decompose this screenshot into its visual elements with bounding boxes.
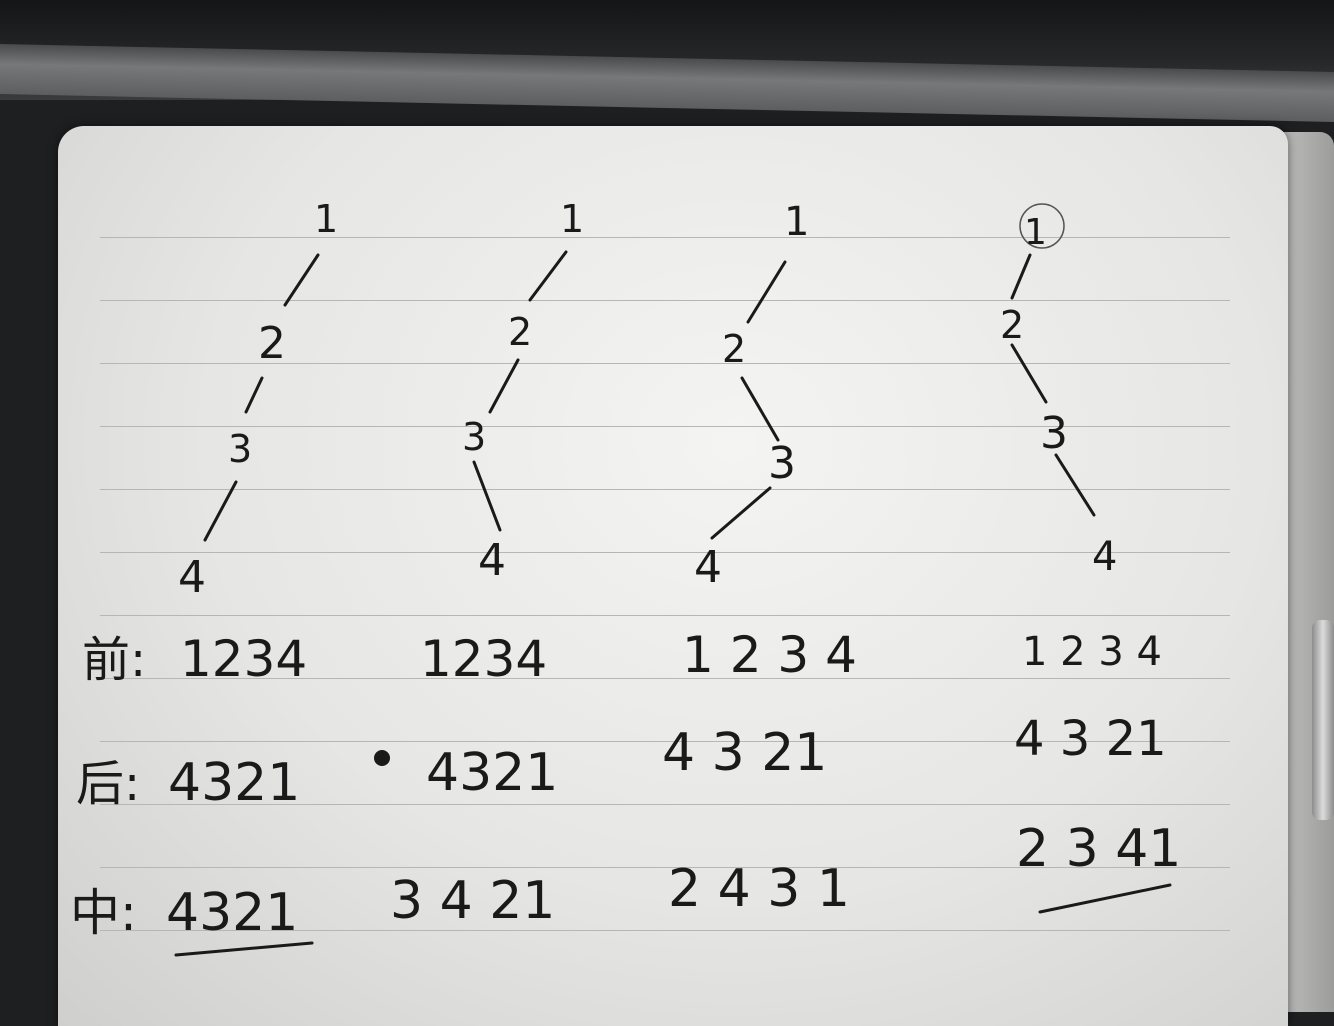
rule-line bbox=[100, 741, 1230, 742]
tree-node: 3 bbox=[228, 427, 252, 471]
underline bbox=[1038, 883, 1172, 914]
postorder-row: 后: 4321 4321 4 3 21 4 3 21 bbox=[76, 711, 1167, 813]
notebook-page-edge bbox=[1282, 132, 1334, 1012]
row-label: 前: bbox=[82, 632, 146, 688]
rule-line bbox=[100, 237, 1230, 238]
tree-node: 1 bbox=[314, 197, 338, 241]
tree-node: 2 bbox=[722, 327, 746, 371]
tree-node: 2 bbox=[258, 318, 286, 369]
rule-line bbox=[100, 552, 1230, 553]
tree-node: 4 bbox=[1092, 534, 1117, 580]
tree-edge bbox=[203, 480, 238, 542]
tree-node: 1 bbox=[784, 199, 809, 245]
tree-edge bbox=[283, 253, 320, 307]
rule-line bbox=[100, 867, 1230, 868]
tree-node: 3 bbox=[768, 438, 796, 489]
preorder-row: 前: 1234 1234 1 2 3 4 1 2 3 4 bbox=[82, 626, 1162, 688]
tree-node: 2 bbox=[1000, 303, 1024, 347]
traversal-value: 1 2 3 4 bbox=[682, 626, 857, 684]
traversal-value: 2 3 41 bbox=[1016, 819, 1181, 879]
tree-4: 1 2 3 4 bbox=[1000, 203, 1117, 580]
tree-edge bbox=[1054, 453, 1096, 517]
tree-edge bbox=[746, 260, 787, 324]
rule-line bbox=[100, 804, 1230, 805]
tree-node: 1 bbox=[1024, 212, 1047, 253]
traversal-value: 2 4 3 1 bbox=[668, 859, 850, 919]
ink-blot bbox=[374, 750, 390, 766]
pen-clip bbox=[1312, 620, 1334, 820]
traversal-value: 4321 bbox=[168, 753, 300, 813]
rule-line bbox=[100, 615, 1230, 616]
tree-node: 2 bbox=[508, 310, 532, 354]
traversal-value: 1234 bbox=[420, 630, 547, 688]
tree-edge bbox=[472, 460, 502, 532]
notebook-page bbox=[58, 126, 1288, 1026]
tree-2: 1 2 3 4 bbox=[462, 197, 584, 586]
tree-3: 1 2 3 4 bbox=[694, 199, 809, 593]
rule-line bbox=[100, 300, 1230, 301]
tree-1: 1 2 3 4 bbox=[178, 197, 338, 603]
traversal-value: 3 4 21 bbox=[390, 871, 555, 931]
tree-edge bbox=[528, 250, 568, 302]
tree-node: 3 bbox=[1040, 408, 1068, 459]
tree-edge bbox=[244, 376, 264, 414]
rule-line bbox=[100, 426, 1230, 427]
traversal-value: 1 2 3 4 bbox=[1022, 629, 1162, 675]
tree-node: 3 bbox=[462, 415, 486, 459]
traversal-value: 1234 bbox=[180, 630, 307, 688]
rule-line bbox=[100, 363, 1230, 364]
rule-line bbox=[100, 678, 1230, 679]
tree-edge bbox=[488, 358, 520, 414]
tree-node: 1 bbox=[560, 197, 584, 241]
tree-edge bbox=[740, 376, 780, 442]
handwriting-layer: 1 2 3 4 1 2 3 4 1 2 3 4 1 2 3 4 前: 1234 bbox=[70, 197, 1181, 957]
root-circle bbox=[1019, 203, 1065, 249]
traversal-value: 4 3 21 bbox=[1014, 711, 1167, 767]
tree-edge bbox=[1010, 253, 1032, 300]
rule-line bbox=[100, 930, 1230, 931]
row-label: 后: bbox=[76, 756, 140, 812]
row-label: 中: bbox=[70, 884, 137, 942]
rule-line bbox=[100, 489, 1230, 490]
traversal-value: 4321 bbox=[426, 743, 558, 803]
tree-edge bbox=[710, 486, 772, 540]
traversal-value: 4321 bbox=[166, 883, 298, 943]
inorder-row: 中: 4321 3 4 21 2 4 3 1 2 3 41 bbox=[70, 819, 1181, 957]
tree-node: 4 bbox=[178, 552, 206, 603]
traversal-value: 4 3 21 bbox=[662, 723, 827, 783]
tree-edge bbox=[1010, 343, 1048, 404]
underline bbox=[174, 941, 314, 957]
tree-node: 4 bbox=[694, 542, 722, 593]
tree-node: 4 bbox=[478, 535, 506, 586]
